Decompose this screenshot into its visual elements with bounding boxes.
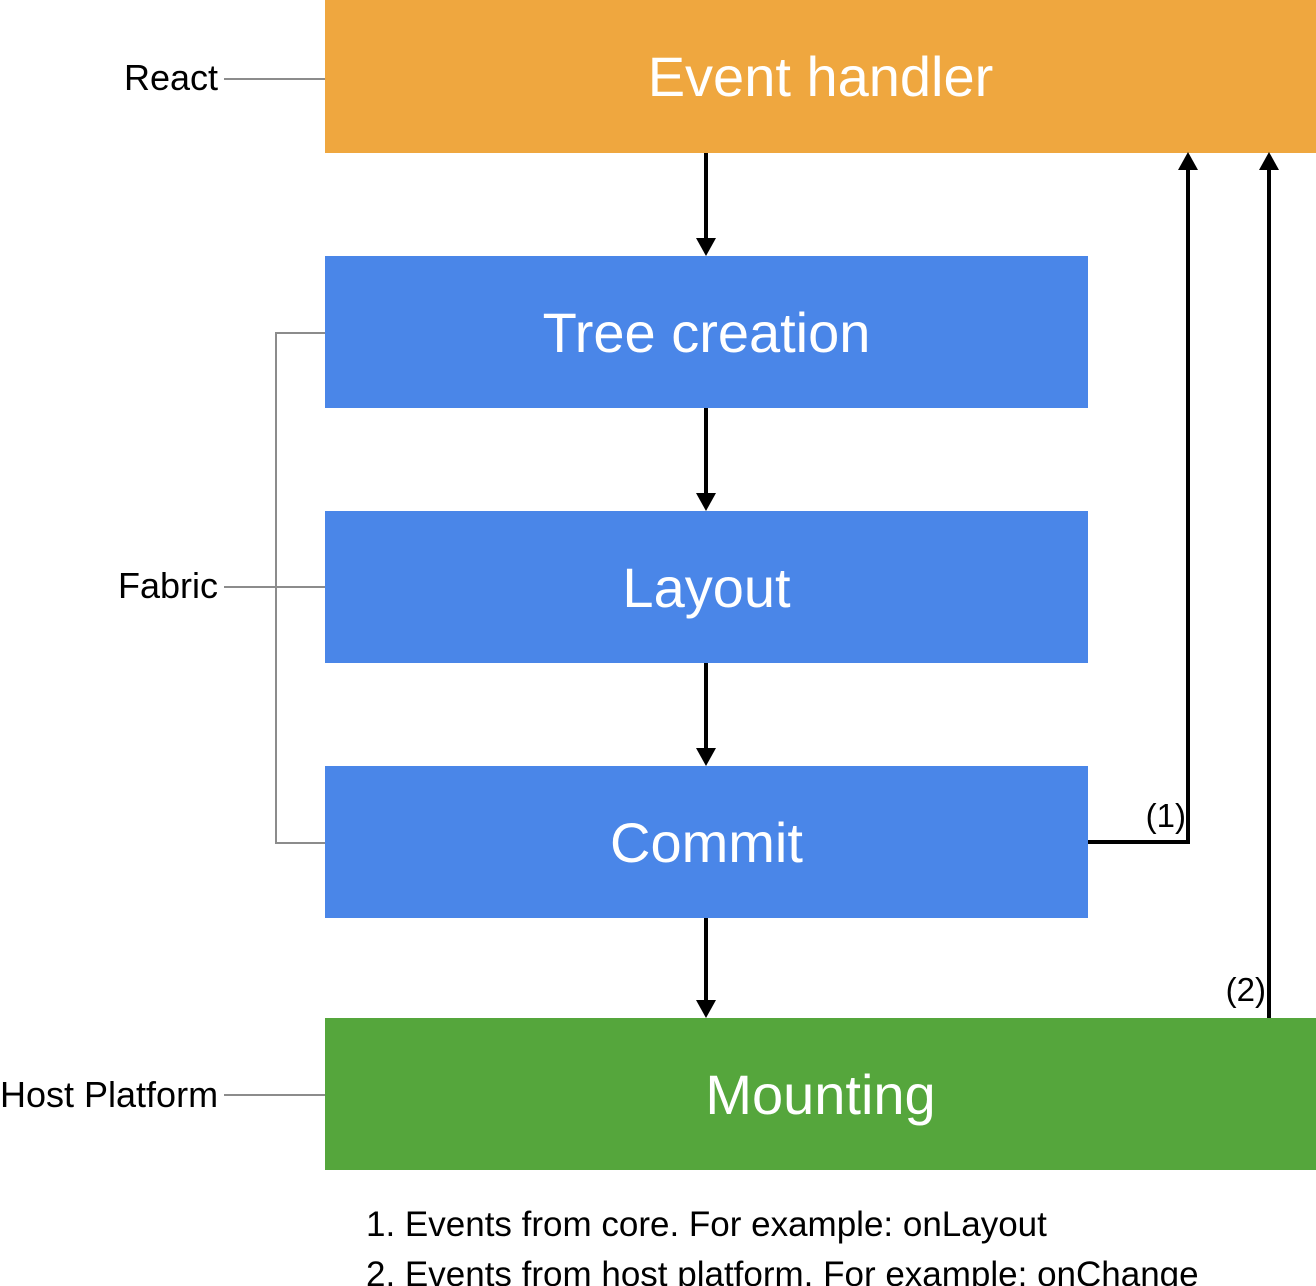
layout-label: Layout bbox=[622, 555, 791, 619]
fabric-bracket-vertical-line bbox=[275, 332, 277, 842]
mounting-box: Mounting bbox=[325, 1018, 1316, 1170]
footnote-2: 2. Events from host platform. For exampl… bbox=[366, 1255, 1199, 1286]
fabric-connector-line bbox=[224, 586, 325, 588]
arrow-commit-to-mounting-icon bbox=[696, 918, 716, 1018]
fabric-bracket-bottom-stub bbox=[275, 842, 325, 844]
react-connector-line bbox=[224, 78, 325, 80]
host-platform-group-label: Host Platform bbox=[0, 1074, 219, 1115]
return-arrow-1-horizontal-line bbox=[1088, 840, 1190, 844]
footnote-1: 1. Events from core. For example: onLayo… bbox=[366, 1205, 1047, 1244]
react-group-label: React bbox=[123, 57, 218, 98]
commit-box: Commit bbox=[325, 766, 1088, 918]
arrow-event-handler-to-tree-creation-icon bbox=[696, 153, 716, 256]
mounting-label: Mounting bbox=[705, 1062, 936, 1126]
return-arrow-2-label: (2) bbox=[1225, 971, 1266, 1008]
footnotes: 1. Events from core. For example: onLayo… bbox=[366, 1200, 1199, 1286]
event-handler-label: Event handler bbox=[647, 45, 994, 108]
return-arrow-1-label: (1) bbox=[1145, 797, 1186, 834]
fabric-group-label: Fabric bbox=[117, 565, 218, 606]
arrow-tree-creation-to-layout-icon bbox=[696, 408, 716, 511]
host-platform-connector-line bbox=[224, 1094, 325, 1096]
commit-label: Commit bbox=[610, 810, 803, 874]
tree-creation-box: Tree creation bbox=[325, 256, 1088, 408]
fabric-bracket-top-stub bbox=[275, 332, 325, 334]
arrow-layout-to-commit-icon bbox=[696, 663, 716, 766]
return-arrow-2-vertical-line bbox=[1267, 170, 1271, 1018]
return-arrow-2-arrowhead-icon bbox=[1259, 152, 1279, 170]
return-arrow-1-arrowhead-icon bbox=[1178, 152, 1198, 170]
event-handler-box: Event handler bbox=[325, 0, 1316, 153]
tree-creation-label: Tree creation bbox=[542, 300, 871, 364]
return-arrow-1-vertical-line bbox=[1186, 170, 1190, 844]
layout-box: Layout bbox=[325, 511, 1088, 663]
